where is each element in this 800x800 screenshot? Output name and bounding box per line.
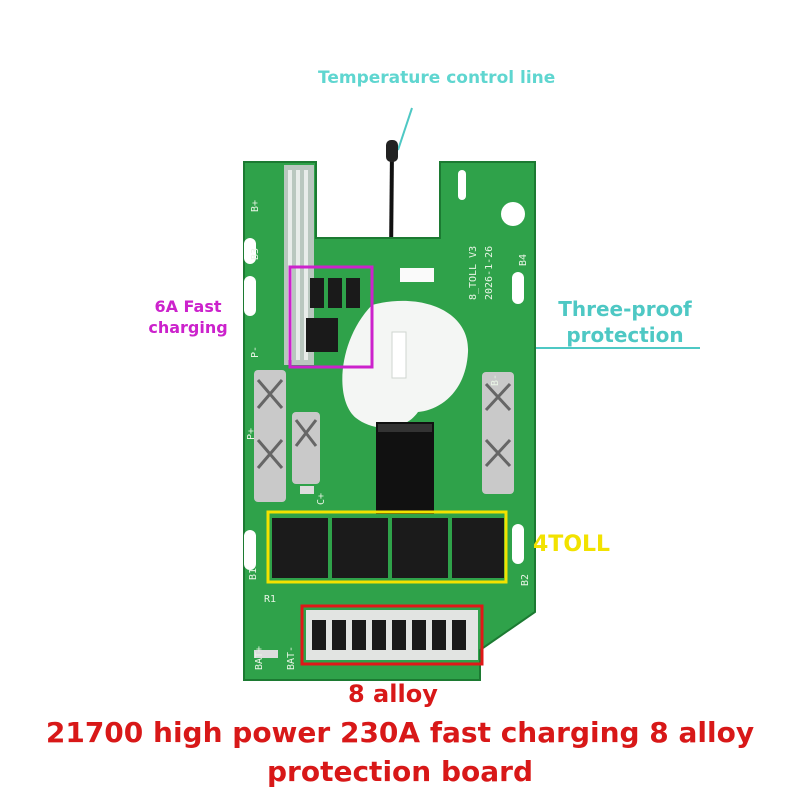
three-proof-line-1: Three-proof (558, 297, 692, 321)
left-terminal (254, 370, 286, 502)
three-proof-label: Three-proof protection (550, 296, 700, 348)
alloy-resistors (306, 610, 478, 660)
fast-charging-line-2: charging (148, 318, 228, 337)
right-terminal (482, 372, 514, 494)
alloy-label: 8 alloy (348, 680, 438, 708)
edge-slot (512, 524, 524, 564)
silk-board-version: 8_TOLL V3 (468, 246, 479, 300)
edge-slot (458, 170, 466, 200)
charge-connector (376, 422, 434, 514)
toll-highlight (266, 510, 508, 584)
fast-charging-line-1: 6A Fast (154, 297, 222, 316)
silk-p-plus: P+ (246, 428, 257, 440)
mid-terminal (292, 412, 320, 484)
product-title-line-2: protection board (267, 755, 533, 788)
silk-board-date: 2026-1-26 (484, 246, 495, 300)
toll-mosfets (272, 518, 504, 578)
thermistor-tip (386, 140, 398, 162)
silk-bat-plus: BAT+ (254, 646, 265, 670)
silk-b2: B2 (520, 574, 531, 586)
edge-slot (244, 238, 256, 264)
sensor-chip (391, 331, 407, 379)
fast-charging-label: 6A Fast charging (142, 296, 234, 338)
silk-b3: B3 (250, 248, 261, 260)
silk-b-minus: B- (490, 374, 501, 386)
product-title-line-1: 21700 high power 230A fast charging 8 al… (45, 716, 755, 749)
temperature-callout-line (397, 107, 413, 151)
silk-r1: R1 (264, 594, 276, 605)
edge-slot (512, 272, 524, 304)
silk-b4: B4 (518, 254, 529, 266)
fast-charging-highlight (288, 265, 374, 369)
silk-p-minus: P- (250, 346, 261, 358)
temperature-control-label: Temperature control line (318, 68, 556, 88)
mounting-hole (501, 202, 525, 226)
edge-slot (244, 530, 256, 570)
alloy-highlight (300, 604, 484, 666)
silk-b1: B1 (248, 568, 259, 580)
silk-c-plus: C+ (316, 493, 327, 505)
edge-slot (244, 276, 256, 316)
charging-mosfets (306, 278, 360, 352)
silk-b-plus: B+ (250, 200, 261, 212)
three-proof-line-2: protection (566, 323, 684, 347)
toll-label: 4TOLL (533, 532, 611, 557)
silk-bat-minus: BAT- (286, 646, 297, 670)
